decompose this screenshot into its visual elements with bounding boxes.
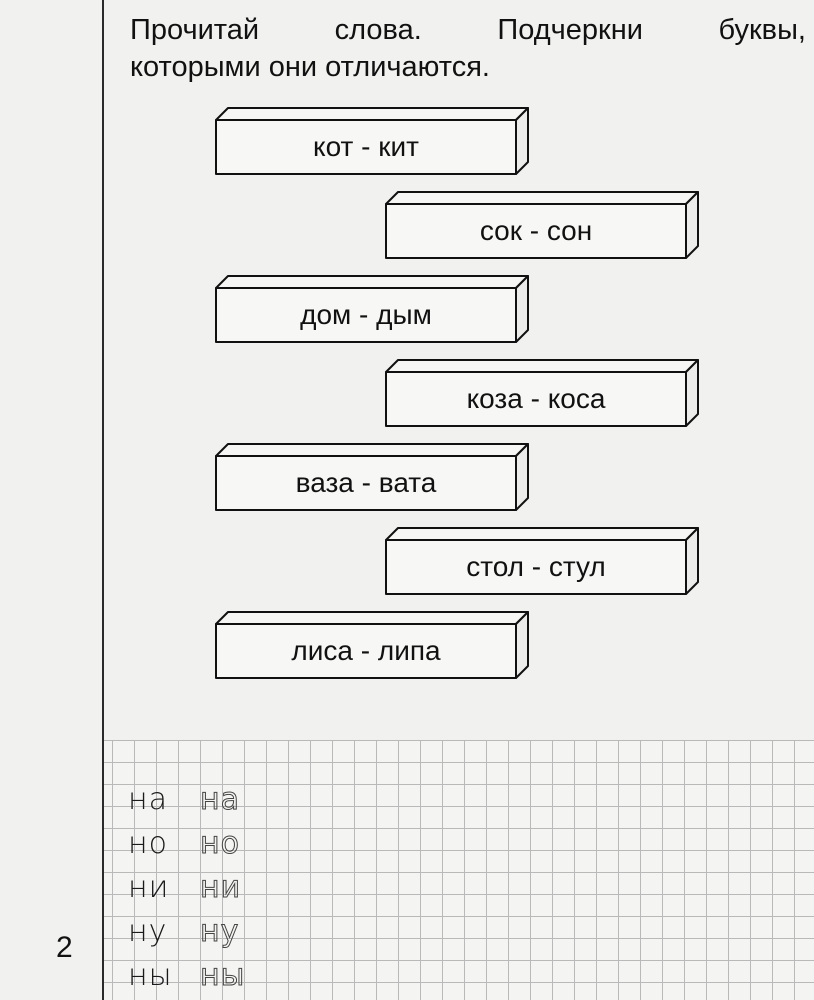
word-pair-label: кот - кит [313, 131, 419, 162]
syllable-sample: ны [128, 958, 173, 993]
syllable-sample: но [128, 826, 168, 861]
word-pair-label: стол - стул [466, 551, 606, 582]
word-bar-front [215, 623, 517, 679]
word-pair-label: лиса - липа [291, 635, 441, 666]
word-bar-side [685, 527, 699, 595]
word-bar [385, 191, 699, 259]
word-pair-label: ваза - вата [295, 467, 437, 498]
word-bar-top [215, 275, 529, 289]
word-pair-label: дом - дым [300, 299, 432, 330]
handwriting-grid [104, 740, 814, 1000]
page-number: 2 [56, 931, 73, 964]
word-bar-top [215, 107, 529, 121]
word-bar-front [385, 539, 687, 595]
syllable-sample: ни [128, 870, 170, 905]
syllable-sample: на [128, 782, 168, 817]
word-bar [385, 527, 699, 595]
word-bar-front [385, 203, 687, 259]
instruction-line-1: Прочитай слова. Подчеркни буквы, [130, 14, 806, 46]
word-bar-side [685, 191, 699, 259]
instruction-text: Прочитай слова. Подчеркни буквы, которым… [130, 12, 806, 86]
word-bar-side [515, 443, 529, 511]
word-bar-top [215, 611, 529, 625]
word-pair-label: коза - коса [466, 383, 606, 414]
syllable-trace: но [200, 826, 240, 862]
word-bar [215, 275, 529, 343]
word-bar [215, 443, 529, 511]
word-bar-front [215, 287, 517, 343]
word-bars-drawing [215, 107, 699, 679]
word-bar-side [515, 611, 529, 679]
word-bar-front [215, 119, 517, 175]
word-bar-top [385, 359, 699, 373]
syllable-trace: ну [199, 914, 240, 950]
word-bar-top [385, 191, 699, 205]
instruction-line-2: которыми они отличаются. [130, 51, 490, 83]
word-bar-top [385, 527, 699, 541]
word-bar [215, 107, 529, 175]
word-pair-label: сок - сон [479, 215, 593, 246]
word-bar-side [685, 359, 699, 427]
word-bar [215, 611, 529, 679]
syllable-trace: ни [199, 870, 242, 906]
word-bar-front [385, 371, 687, 427]
word-bar-side [515, 275, 529, 343]
word-bar-front [215, 455, 517, 511]
word-bar-top [215, 443, 529, 457]
word-bar-side [515, 107, 529, 175]
syllable-sample: ну [128, 914, 168, 949]
word-bar [385, 359, 699, 427]
syllable-trace: ны [199, 958, 246, 994]
margin-line [102, 0, 104, 1000]
syllable-trace: на [200, 782, 240, 818]
word-pair-bars: кот - кит сок - сон дом - дым коза - коса ва… [215, 107, 699, 679]
